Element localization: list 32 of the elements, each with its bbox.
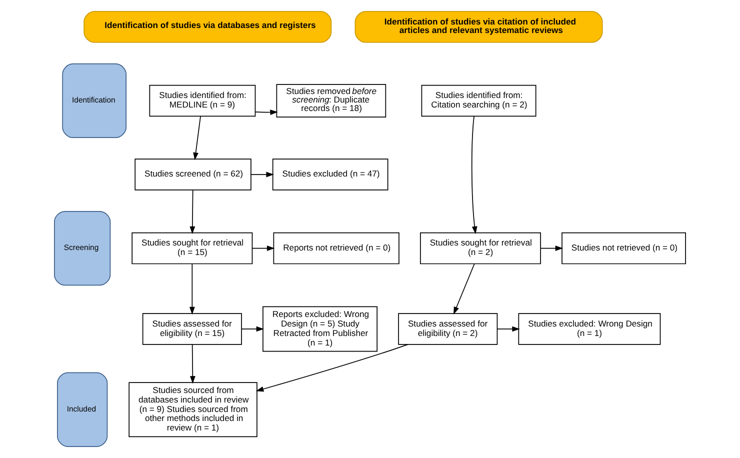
node-box: Included	[57, 372, 108, 447]
arrow	[256, 344, 408, 392]
arrow	[454, 264, 475, 315]
node-box: Reports excluded: Wrong Design (n = 5) Study Retracted from Publisher (n = 1)	[262, 306, 378, 352]
node-box: Reports not retrieved (n = 0)	[273, 232, 400, 264]
node-box: Identification of studies via databases and registers	[84, 11, 332, 43]
node-box: Studies removed before screening: Duplicate records (n = 18)	[276, 84, 386, 118]
node-box: Studies sought for retrieval (n = 15)	[132, 232, 253, 264]
node-box: Studies identified from: Citation searching (n = 2)	[421, 84, 536, 117]
arrow	[254, 110, 278, 115]
arrow	[496, 326, 520, 332]
arrow	[190, 190, 196, 234]
arrow	[252, 246, 275, 252]
node-box: Studies sourced from databases included in review (n = 9) Studies sourced from other methods included in review (n = 1)	[128, 382, 258, 438]
node-box: Screening	[54, 210, 111, 286]
node-box: Studies not retrieved (n = 0)	[562, 232, 686, 264]
node-box: Identification of studies via citation of included articles and relevant systematic reviews	[354, 11, 603, 43]
node-box: Identification	[62, 63, 127, 138]
node-box: Studies identified from: MEDLINE (n = 9)	[149, 84, 256, 117]
arrow	[189, 264, 195, 315]
node-box: Studies assessed for eligibility (n = 2)	[398, 313, 498, 345]
node-box: Studies excluded (n = 47)	[272, 158, 388, 190]
arrow	[471, 116, 478, 234]
node-box: Studies screened (n = 62)	[134, 158, 252, 190]
arrow	[540, 246, 564, 252]
arrow	[193, 116, 201, 160]
arrow	[241, 326, 264, 332]
arrow	[250, 172, 274, 178]
node-box: Studies assessed for eligibility (n = 15)	[142, 313, 242, 345]
arrow	[190, 344, 196, 384]
node-box: Studies excluded: Wrong Design (n = 1)	[518, 313, 661, 345]
node-box: Studies sought for retrieval (n = 2)	[420, 232, 541, 264]
